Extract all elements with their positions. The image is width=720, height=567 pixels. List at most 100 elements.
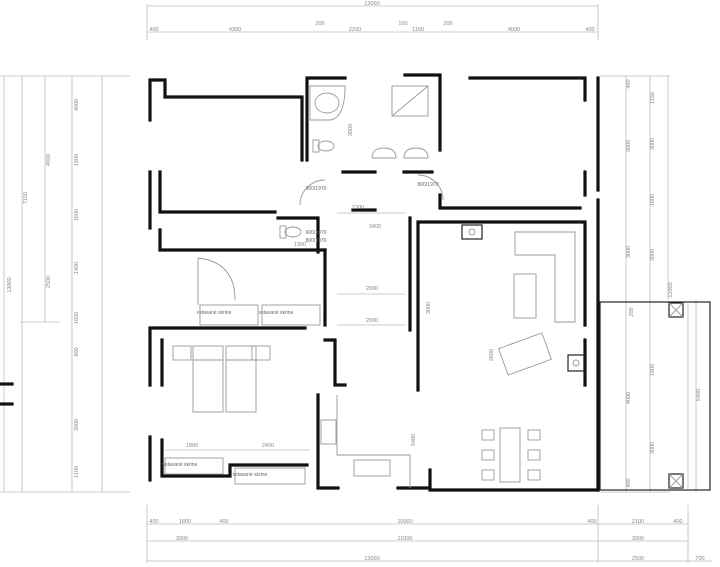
- wardrobe: vstavané skrine: [163, 457, 224, 475]
- kitchen-sink-icon: [353, 459, 391, 477]
- kitchen-counter: [336, 395, 411, 488]
- svg-text:vstavané skrine: vstavané skrine: [197, 310, 232, 316]
- bathtub-icon: [309, 85, 346, 121]
- right-dimensions: 400 3000 3000 200 4000 400 1150 3000 160…: [600, 75, 702, 493]
- svg-text:3000: 3000: [348, 124, 354, 136]
- svg-text:1800: 1800: [186, 443, 198, 449]
- dim-bottom: 2100: [632, 519, 644, 525]
- svg-text:2400: 2400: [262, 443, 274, 449]
- column-icon: [668, 473, 684, 489]
- sink-icon: [403, 147, 429, 159]
- svg-text:2600: 2600: [489, 349, 495, 361]
- dim-left: 13000: [7, 277, 13, 292]
- svg-text:vstavané skrine: vstavané skrine: [259, 310, 294, 316]
- svg-text:5400: 5400: [411, 434, 417, 446]
- dim-bottom: 400: [673, 519, 682, 525]
- dim-bottom-total: 700: [695, 556, 704, 562]
- dim-bottom-mid: 2000: [632, 536, 644, 542]
- dim-left: 3000: [74, 419, 80, 431]
- sink-icon: [371, 147, 397, 159]
- wardrobe: vstavané skrine: [233, 467, 306, 485]
- bed-icon: [172, 345, 271, 413]
- svg-text:vstavané skrine: vstavané skrine: [233, 472, 268, 478]
- dim-right: 1600: [650, 194, 656, 206]
- svg-text:vstavané skrine: vstavané skrine: [163, 462, 198, 468]
- svg-text:3000: 3000: [426, 302, 432, 314]
- dim-right: 3000: [650, 442, 656, 454]
- sofa-icon: [514, 231, 576, 323]
- dim-bottom-mid: 11000: [398, 536, 413, 542]
- toilet-icon: [312, 139, 335, 153]
- dim-bottom-mid: 2000: [176, 536, 188, 542]
- dim-right: 1900: [650, 364, 656, 376]
- dim-top: 4000: [508, 27, 520, 33]
- toilet-icon: [279, 225, 302, 239]
- svg-text:2000: 2000: [366, 318, 378, 324]
- wardrobe: vstavané skrine: [259, 304, 321, 326]
- door-swing: [299, 179, 326, 206]
- dim-bottom: 1800: [179, 519, 191, 525]
- armchair-icon: [498, 332, 552, 376]
- svg-text:2300: 2300: [352, 205, 364, 211]
- dim-top: 400: [585, 27, 594, 33]
- door-label: 800/1970: [306, 238, 327, 244]
- interior-dimensions: 2300 3400 2000 2000 1800 2400 5400 3000 …: [165, 124, 495, 451]
- coffee-table: [513, 273, 537, 319]
- wardrobe: vstavané skrine: [197, 304, 259, 326]
- dining-table-icon: [481, 427, 541, 483]
- fireplace-icon: [461, 224, 483, 240]
- dim-left: 800: [74, 347, 80, 356]
- dim-top-total: 13000: [364, 1, 379, 7]
- dim-left: 4000: [46, 154, 52, 166]
- entry-marker: [0, 382, 14, 406]
- dim-bottom: 400: [219, 519, 228, 525]
- door-label: 600/1970: [306, 230, 327, 236]
- svg-text:3400: 3400: [369, 224, 381, 230]
- dim-left: 1600: [74, 312, 80, 324]
- dim-left: 7150: [23, 192, 29, 204]
- dim-right: 3000: [626, 140, 632, 152]
- dim-top: 2200: [349, 27, 361, 33]
- dim-top: 200: [443, 21, 452, 27]
- dim-right: 3000: [650, 138, 656, 150]
- dim-right: 400: [626, 478, 632, 487]
- dim-right: 5400: [696, 389, 702, 401]
- balcony: [599, 301, 711, 491]
- dim-left: 1100: [74, 466, 80, 478]
- dim-top: 100: [398, 21, 407, 27]
- dim-top: 4300: [229, 27, 241, 33]
- bottom-dimensions: 400 1800 400 10000 400 2100 400 2000 110…: [146, 505, 712, 563]
- dim-right: 3000: [626, 246, 632, 258]
- dim-right: 4000: [626, 392, 632, 404]
- dim-top: 400: [149, 27, 158, 33]
- dim-left: 1500: [74, 154, 80, 166]
- dim-bottom-total: 13000: [364, 556, 379, 562]
- dim-top: 200: [315, 21, 324, 27]
- dim-left: 1600: [74, 209, 80, 221]
- dim-bottom: 10000: [397, 519, 412, 525]
- fireplace-icon: [567, 354, 585, 372]
- door-swing: [417, 174, 444, 201]
- stair-icon: [197, 257, 236, 305]
- dim-bottom: 400: [587, 519, 596, 525]
- dim-right: 3000: [650, 249, 656, 261]
- dim-top: 1100: [412, 27, 424, 33]
- dim-left: 4000: [74, 99, 80, 111]
- dim-left: 2500: [46, 276, 52, 288]
- walls: [148, 73, 600, 492]
- door-label: 800/1970: [418, 182, 439, 188]
- shower-icon: [391, 85, 429, 117]
- door-label: 900/1970: [306, 186, 327, 192]
- top-dimensions: 13000 400 4300 200 2200 100 1100 200 400…: [146, 1, 599, 40]
- dim-bottom-total: 2500: [632, 556, 644, 562]
- column-icon: [668, 302, 684, 318]
- dim-right: 400: [626, 79, 632, 88]
- dim-right: 1150: [650, 92, 656, 104]
- left-dimensions: 13000 7150 4000 2500 4000 1500 1600 1400…: [0, 75, 130, 493]
- dim-right: 12000: [668, 282, 674, 297]
- stove-icon: [320, 419, 337, 445]
- dim-right: 200: [629, 307, 635, 316]
- svg-text:1300: 1300: [294, 242, 306, 248]
- dim-bottom: 400: [149, 519, 158, 525]
